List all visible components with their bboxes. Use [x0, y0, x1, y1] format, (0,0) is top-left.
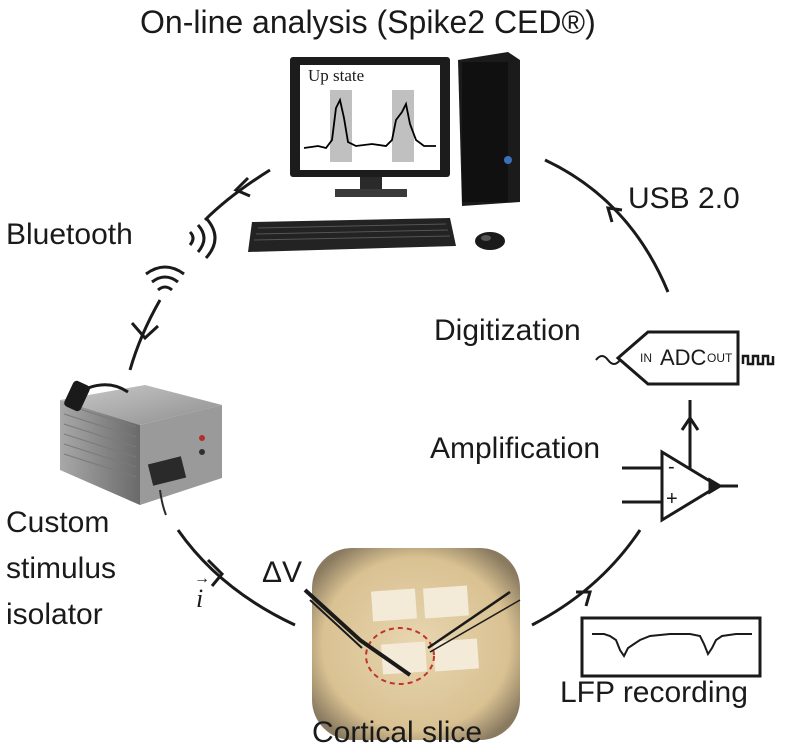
cortical-slice-label: Cortical slice: [312, 716, 483, 749]
stimulating-electrode: [303, 588, 412, 677]
computer-monitor: [290, 57, 450, 197]
recording-zone: [365, 627, 435, 685]
bluetooth-label: Bluetooth: [6, 218, 133, 251]
arrowhead-5: [605, 206, 623, 223]
tower-pc: [458, 52, 520, 206]
arc-slice-to-amp: [531, 529, 642, 627]
stimulus-label-line2: stimulus: [6, 552, 117, 585]
arrowhead-3: [206, 558, 225, 587]
adc-out-label: OUT: [707, 351, 733, 365]
opamp-minus: -: [668, 456, 675, 478]
digitization-label: Digitization: [434, 314, 581, 347]
adc-in-label: IN: [640, 351, 652, 365]
amplifier-icon: [622, 449, 738, 523]
current-symbol: → i: [194, 570, 210, 614]
delta-v-label: ΔV: [262, 556, 303, 589]
flow-arrows: [130, 176, 700, 607]
arc-computer-to-bluetooth: [203, 168, 271, 222]
arrowhead-4: [576, 590, 592, 607]
analog-wave-icon: [595, 355, 621, 365]
arc-adc-to-usb: [544, 158, 670, 293]
arrowhead-6: [680, 415, 700, 431]
bluetooth-waves-icon: [145, 216, 217, 292]
usb-label: USB 2.0: [628, 182, 740, 215]
opamp-plus: +: [666, 488, 678, 510]
arrowhead-1: [233, 176, 251, 198]
current-symbol-text: i: [196, 584, 204, 613]
arc-bluetooth-to-stimulus: [128, 299, 162, 371]
lfp-trace: [580, 616, 762, 678]
diagram-title: On-line analysis (Spike2 CED®): [140, 4, 596, 40]
arrowhead-2: [130, 322, 160, 341]
digital-pulse-icon: [741, 354, 775, 366]
stimulus-label-line1: Custom: [6, 506, 110, 539]
adc-name-label: ADC: [660, 345, 707, 370]
arc-stimulus-to-slice: [176, 529, 296, 627]
keyboard: [248, 218, 456, 252]
current-vector-arrow: →: [194, 570, 210, 587]
stimulus-label-line3: isolator: [6, 598, 103, 631]
monitor-label: Up state: [308, 66, 365, 85]
recording-electrode: [427, 590, 511, 650]
lfp-recording-label: LFP recording: [560, 676, 748, 709]
cortical-slice-photo: [303, 548, 521, 740]
up-state-trace: [303, 97, 436, 150]
amplification-label: Amplification: [430, 432, 601, 465]
adc-icon: [595, 330, 775, 386]
mouse: [475, 232, 505, 250]
flow-cycle: [128, 158, 692, 627]
stimulus-isolator-box: [60, 380, 222, 516]
